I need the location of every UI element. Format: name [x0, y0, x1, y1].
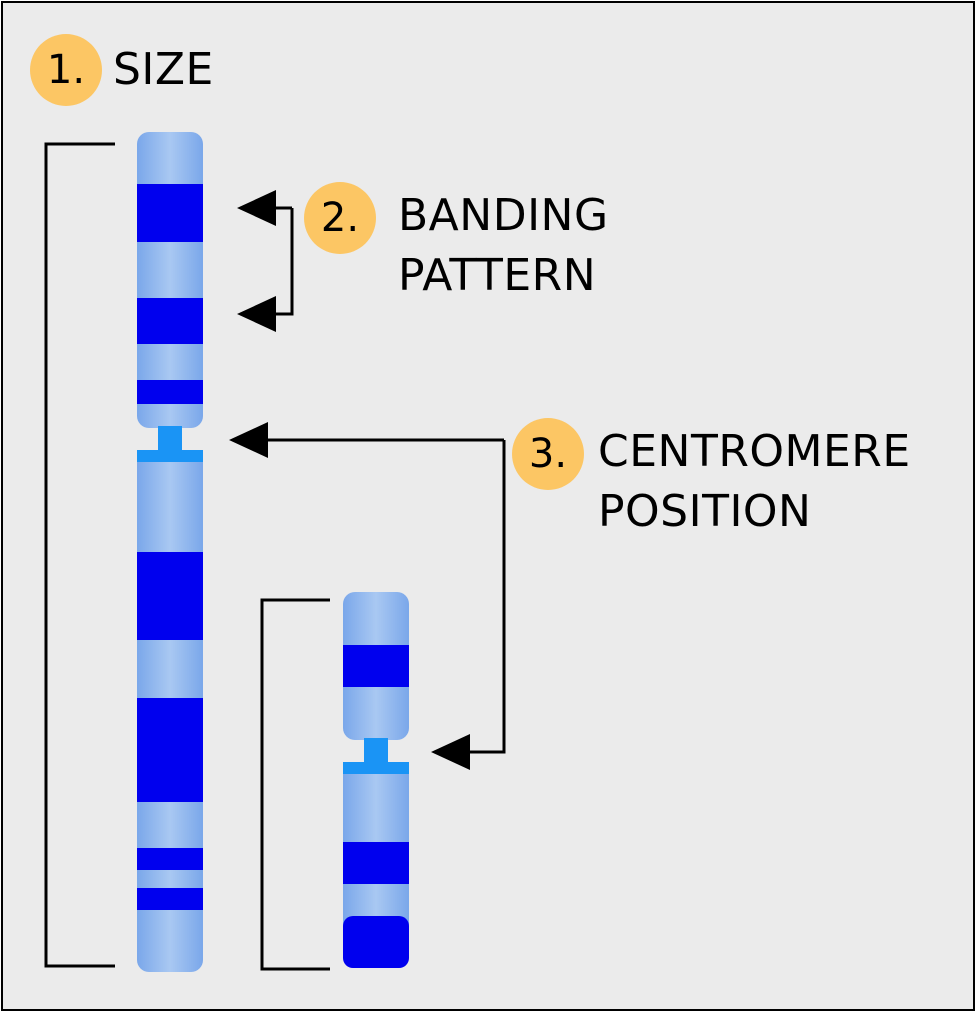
- banding-label: BANDING PATTERN: [398, 186, 609, 306]
- banding-number-badge: 2.: [304, 182, 376, 254]
- band-dark: [137, 184, 203, 242]
- centromere-label: CENTROMERE POSITION: [598, 422, 911, 542]
- centromere-label-line2: POSITION: [598, 486, 812, 537]
- band-dark: [137, 380, 203, 404]
- centromere-label-line1: CENTROMERE: [598, 426, 911, 477]
- size-number-badge: 1.: [30, 34, 102, 106]
- small-chromosome: [343, 592, 409, 968]
- band-dark: [137, 298, 203, 344]
- band-dark: [343, 645, 409, 687]
- band-dark: [343, 842, 409, 884]
- centromere-number-badge: 3.: [512, 418, 584, 490]
- large-chromosome: [137, 132, 203, 972]
- size-number: 1.: [46, 47, 86, 93]
- banding-number: 2.: [320, 195, 360, 241]
- band-dark: [137, 698, 203, 802]
- banding-arrow-lower: [237, 208, 294, 332]
- band-dark: [137, 888, 203, 910]
- centromere-band: [343, 762, 409, 774]
- size-label: SIZE: [113, 44, 214, 95]
- centromere-band: [137, 450, 203, 462]
- size-bracket-large: [44, 142, 115, 968]
- centromere-arrow-small: [431, 440, 506, 770]
- centromere: [364, 738, 388, 766]
- band-dark: [137, 552, 203, 640]
- band-dark: [343, 916, 409, 968]
- banding-label-line1: BANDING: [398, 190, 609, 241]
- band-dark: [137, 848, 203, 870]
- centromere: [158, 426, 182, 452]
- centromere-number: 3.: [528, 431, 568, 477]
- size-bracket-small: [260, 598, 330, 971]
- banding-label-line2: PATTERN: [398, 250, 597, 301]
